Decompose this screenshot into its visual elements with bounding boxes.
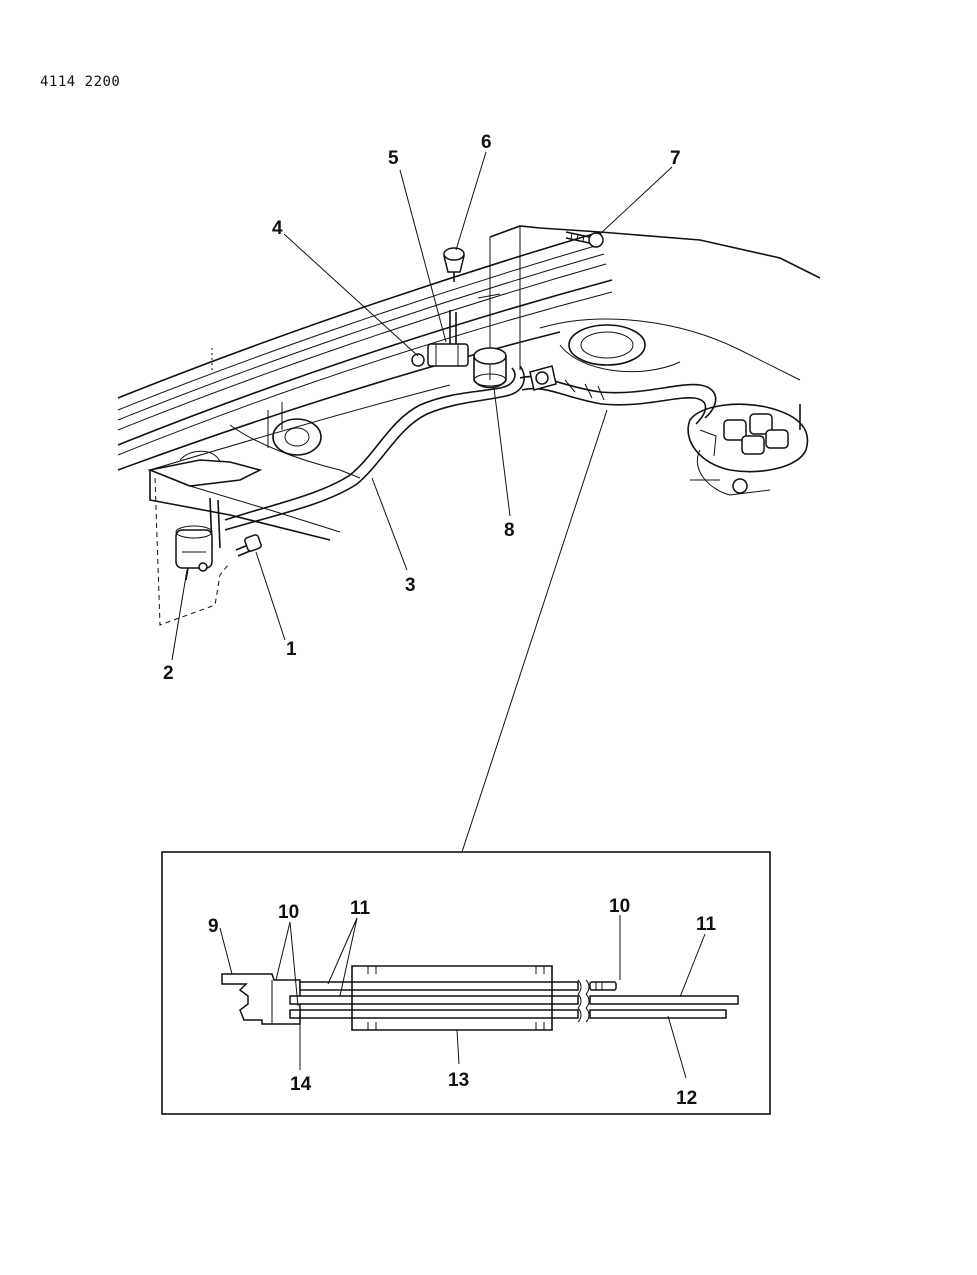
callout-8: 8: [504, 520, 515, 541]
page-code: 4114 2200: [40, 74, 121, 90]
callout-10-right: 10: [609, 896, 630, 917]
callout-11-right: 11: [696, 914, 717, 935]
callout-9: 9: [208, 916, 219, 937]
tube-upper: [299, 981, 579, 991]
callout-14: 14: [290, 1074, 312, 1095]
bolt-1: [235, 534, 262, 557]
inset-leader-lines: [219, 915, 706, 1079]
tube-middle-right: [589, 995, 739, 1005]
tube-lower: [299, 1009, 579, 1019]
carburetor: [687, 403, 809, 496]
screw-7: [565, 231, 604, 248]
callout-1: 1: [286, 639, 297, 660]
frame-rail: [117, 231, 613, 471]
callout-5: 5: [388, 148, 399, 169]
callout-2: 2: [163, 663, 174, 684]
callout-13: 13: [448, 1070, 469, 1091]
callout-7: 7: [670, 148, 681, 169]
detail-inset: [161, 851, 771, 1115]
leader-lines: [171, 151, 673, 853]
push-pin-6: [443, 247, 465, 282]
callout-4: 4: [272, 218, 283, 239]
fuel-tube-to-carburetor: [519, 365, 717, 425]
callout-12: 12: [676, 1088, 697, 1109]
crossmember: [147, 402, 361, 541]
connector-block: [221, 973, 301, 1025]
callout-11-left: 11: [350, 898, 371, 919]
clip-assembly: [411, 310, 469, 367]
tube-lower-right: [589, 1009, 727, 1019]
grommet-8: [473, 347, 507, 389]
callout-3: 3: [405, 575, 416, 596]
fitting-left: [289, 1009, 301, 1019]
callout-10-left: 10: [278, 902, 299, 923]
tube-middle: [289, 995, 579, 1005]
callout-6: 6: [481, 132, 492, 153]
fitting-right: [589, 981, 617, 991]
sleeve: [351, 965, 553, 1031]
canister-mount: [175, 497, 221, 581]
fuel-line-hose: [224, 365, 525, 531]
